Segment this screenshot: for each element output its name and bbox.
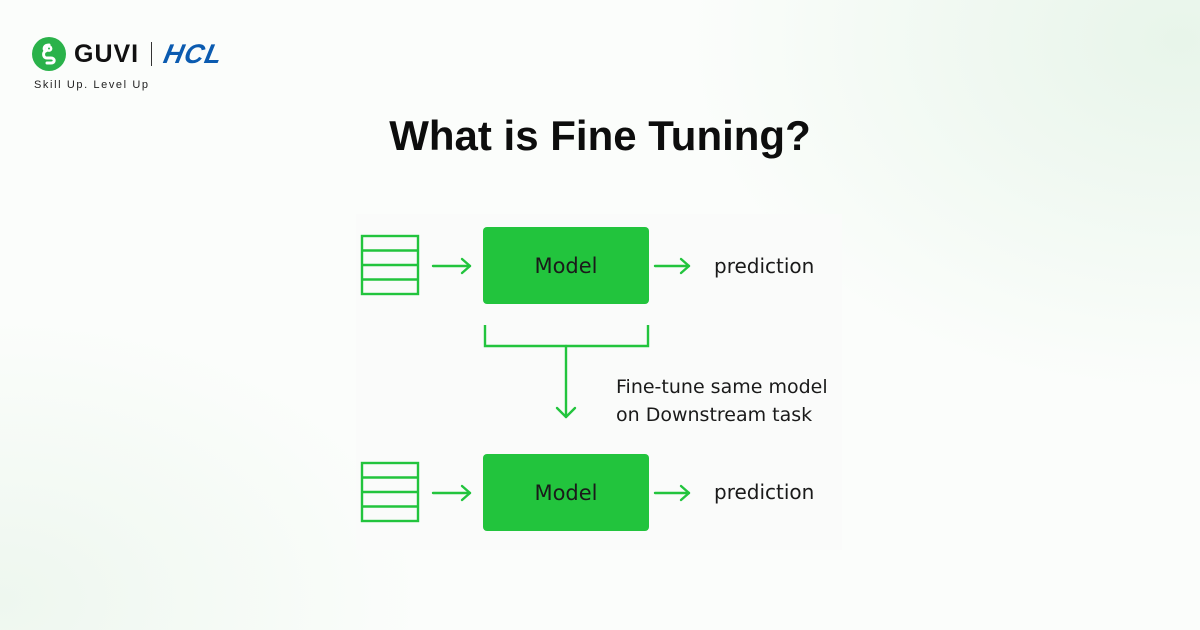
model-box-bottom	[483, 454, 649, 531]
output-arrow-bottom	[653, 484, 691, 502]
fine-tuning-diagram: Model prediction Fine-tune same model on…	[356, 214, 842, 550]
input-arrow-bottom	[431, 484, 472, 502]
input-data-icon-top	[360, 234, 420, 296]
brand-tagline: Skill Up. Level Up	[34, 79, 150, 91]
guvi-wordmark: GUVI	[74, 39, 140, 68]
transfer-arrow-down	[555, 344, 577, 419]
model-label-bottom: Model	[534, 481, 597, 505]
model-label-top: Model	[534, 254, 597, 278]
diagram-canvas: Model prediction Fine-tune same model on…	[360, 227, 828, 531]
brand-row: GUVI HCL	[32, 36, 226, 72]
fine-tune-label-line1: Fine-tune same model	[616, 376, 828, 398]
hcl-wordmark: HCL	[161, 38, 226, 69]
transfer-bracket	[483, 325, 650, 348]
model-box-top	[483, 227, 649, 304]
guvi-logo-icon	[32, 37, 66, 71]
page-title: What is Fine Tuning?	[389, 112, 811, 159]
input-data-icon-bottom	[360, 461, 420, 523]
brand-divider	[151, 42, 153, 66]
brand-logo: GUVI HCL Skill Up. Level Up	[32, 36, 332, 96]
prediction-label-top: prediction	[714, 254, 814, 278]
fine-tune-label-line2: on Downstream task	[616, 404, 812, 426]
input-arrow-top	[431, 257, 472, 275]
output-arrow-top	[653, 257, 691, 275]
prediction-label-bottom: prediction	[714, 480, 814, 504]
